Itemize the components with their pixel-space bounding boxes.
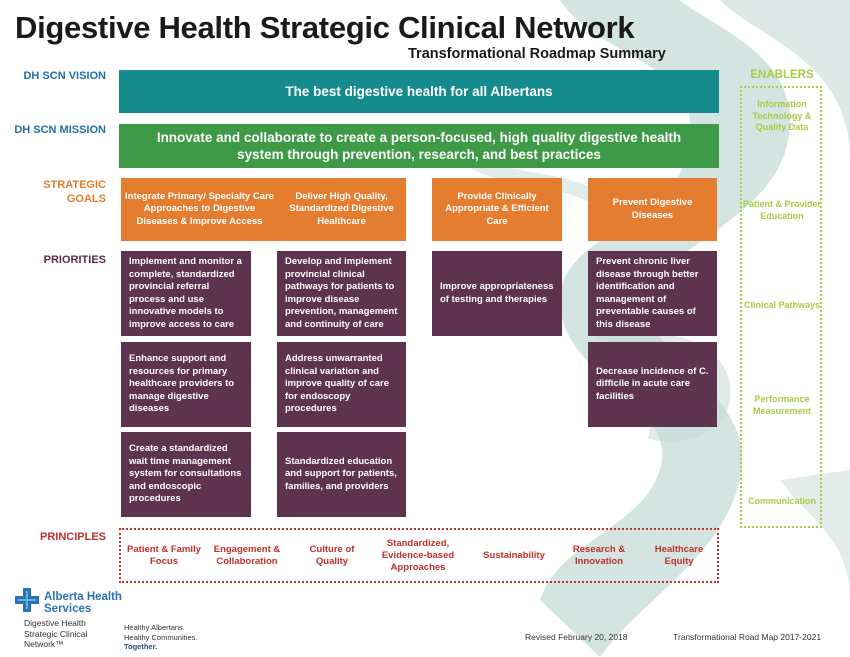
enabler-performance-measurement: Performance Measurement — [752, 394, 812, 416]
principle-healthcare-equity: Healthcare Equity — [654, 543, 704, 567]
priority-wait-time-system: Create a standardized wait time manageme… — [121, 432, 251, 517]
tagline: Healthy Albertans. Healthy Communities. … — [124, 623, 198, 651]
roadmap-years: Transformational Road Map 2017-2021 — [673, 632, 822, 642]
enablers-panel — [740, 86, 822, 528]
principle-evidence-based: Standardized, Evidence-based Approaches — [381, 537, 455, 573]
goal-prevent-disease: Prevent Digestive Diseases — [588, 178, 717, 241]
priority-standardized-education: Standardized education and support for p… — [277, 432, 406, 517]
mission-band: Innovate and collaborate to create a per… — [119, 124, 719, 168]
enablers-title: ENABLERS — [750, 69, 814, 81]
ahs-cross-icon — [15, 588, 39, 612]
priority-appropriateness: Improve appropriateness of testing and t… — [432, 251, 562, 336]
ahs-logo-text: Alberta Health Services — [44, 591, 122, 615]
goal-integrate-care: Integrate Primary/ Specialty Care Approa… — [121, 178, 278, 241]
principle-research-innovation: Research & Innovation — [572, 543, 626, 567]
vision-band: The best digestive health for all Albert… — [119, 70, 719, 113]
principle-engagement-collaboration: Engagement & Collaboration — [213, 543, 281, 567]
enabler-clinical-pathways: Clinical Pathways — [743, 300, 821, 310]
enabler-communication: Communication — [747, 496, 816, 506]
principles-panel — [119, 528, 719, 583]
priority-clinical-pathways: Develop and implement provincial clinica… — [277, 251, 406, 336]
page-subtitle: Transformational Roadmap Summary — [408, 46, 666, 62]
priority-c-difficile: Decrease incidence of C. difficile in ac… — [588, 342, 717, 427]
revised-date: Revised February 20, 2018 — [525, 632, 628, 642]
priority-primary-care-support: Enhance support and resources for primar… — [121, 342, 251, 427]
goals-label: STRATEGIC GOALS — [43, 179, 106, 205]
priorities-label: PRIORITIES — [43, 254, 106, 266]
enabler-patient-provider-education: Patient & Provider Education — [742, 199, 822, 221]
goal-appropriate-care: Provide Clinically Appropriate & Efficie… — [432, 178, 562, 241]
priority-referral-process: Implement and monitor a complete, standa… — [121, 251, 251, 336]
principle-patient-family-focus: Patient & Family Focus — [127, 543, 201, 567]
principle-sustainability: Sustainability — [483, 549, 545, 561]
mission-label: DH SCN MISSION — [14, 124, 106, 136]
page-title: Digestive Health Strategic Clinical Netw… — [15, 10, 635, 45]
enabler-it-quality-data: Information Technology & Quality Data — [752, 99, 812, 132]
goal-high-quality: Deliver High Quality, Standardized Diges… — [277, 178, 406, 241]
network-name: Digestive Health Strategic Clinical Netw… — [24, 618, 88, 649]
vision-label: DH SCN VISION — [23, 70, 106, 82]
principles-label: PRINCIPLES — [39, 531, 106, 543]
priority-endoscopy-quality: Address unwarranted clinical variation a… — [277, 342, 406, 427]
priority-liver-disease: Prevent chronic liver disease through be… — [588, 251, 717, 336]
principle-culture-of-quality: Culture of Quality — [309, 543, 355, 567]
